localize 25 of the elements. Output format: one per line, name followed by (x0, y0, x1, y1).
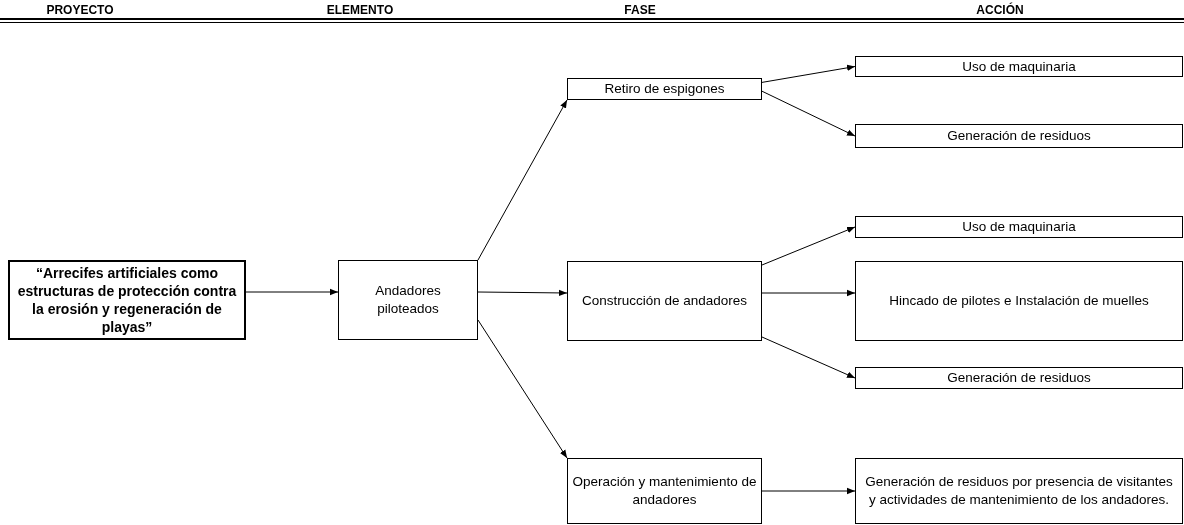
arrow (761, 90, 856, 137)
arrow (761, 64, 856, 83)
process-box: Operación y mantenimiento de andadores (567, 458, 762, 524)
arrow (477, 319, 568, 459)
column-header: FASE (624, 2, 656, 19)
process-box: Generación de residuos (855, 367, 1183, 389)
arrow (477, 289, 568, 297)
arrow (761, 487, 856, 495)
process-box: Hincado de pilotes e Instalación de muelles (855, 261, 1183, 341)
arrow (245, 288, 339, 296)
process-box: “Arrecifes artificiales como estructuras de protección contra la erosión y regeneración de playas” (8, 260, 246, 340)
process-box: Uso de maquinaria (855, 216, 1183, 238)
process-box: Retiro de espigones (567, 78, 762, 100)
arrow (761, 289, 856, 297)
arrow (477, 99, 568, 261)
column-header: ELEMENTO (326, 2, 394, 19)
arrow (761, 336, 856, 379)
column-header: ACCIÓN (976, 1, 1024, 19)
process-box: Construcción de andadores (567, 261, 762, 341)
process-box: Generación de residuos (855, 124, 1183, 148)
process-box: Andadores piloteados (338, 260, 478, 340)
process-box: Uso de maquinaria (855, 56, 1183, 77)
arrow (761, 226, 856, 266)
column-header: PROYECTO (46, 2, 114, 19)
process-box: Generación de residuos por presencia de visitantes y actividades de mantenimiento de los andadores. (855, 458, 1183, 524)
